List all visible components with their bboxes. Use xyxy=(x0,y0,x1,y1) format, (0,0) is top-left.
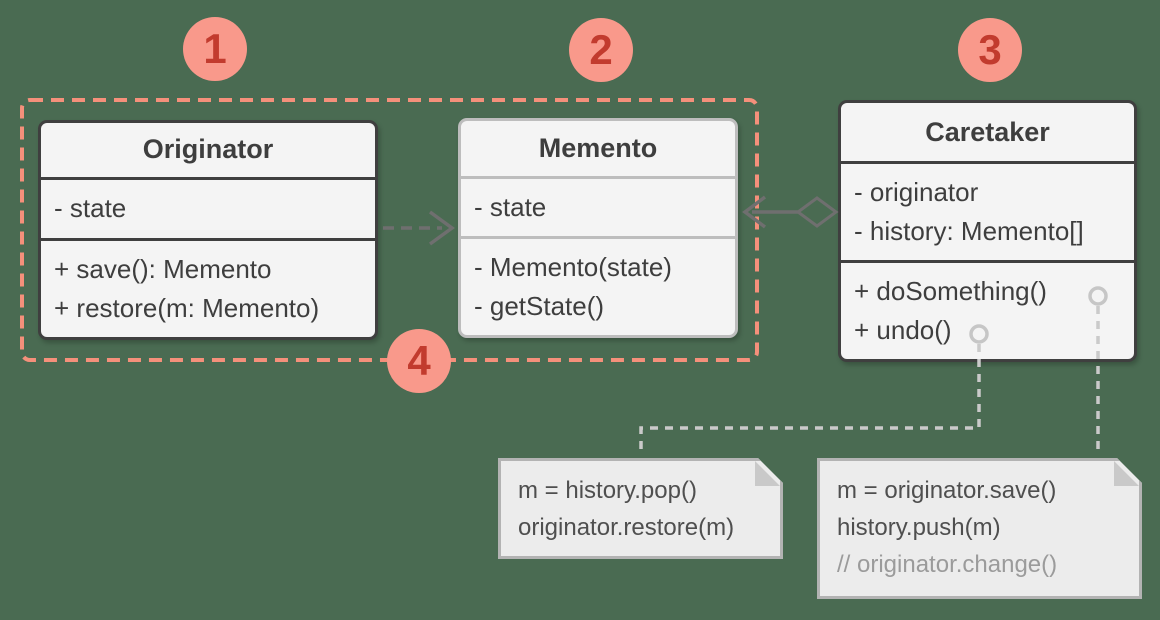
attributes-section-memento: - state xyxy=(461,175,735,236)
class-box-originator: Originator - state + save(): Memento + r… xyxy=(38,120,378,340)
marker-4: 4 xyxy=(387,329,451,393)
attribute-line: - state xyxy=(54,192,127,223)
method-line: + undo() xyxy=(854,315,952,345)
aggregation-arrow-caretaker-to-memento xyxy=(742,195,839,229)
method-line: + save(): Memento xyxy=(54,254,272,284)
note-line: m = originator.save() xyxy=(837,477,1057,504)
marker-4-label: 4 xyxy=(407,337,431,384)
attribute-line: - history: Memento[] xyxy=(854,216,1084,246)
methods-section-caretaker: + doSomething() + undo() xyxy=(841,260,1134,359)
note-line: originator.restore(m) xyxy=(518,514,735,541)
note-undo-code: m = history.pop() originator.restore(m) xyxy=(498,458,783,559)
open-arrowhead-icon xyxy=(742,195,767,229)
note-line: history.push(m) xyxy=(837,514,1001,541)
marker-2: 2 xyxy=(569,18,633,82)
attribute-line: - originator xyxy=(854,177,979,207)
attribute-line: - state xyxy=(474,191,547,222)
marker-3: 3 xyxy=(958,18,1022,82)
class-box-memento: Memento - state - Memento(state) - getSt… xyxy=(458,118,738,338)
marker-3-label: 3 xyxy=(978,26,1002,73)
note-line: m = history.pop() xyxy=(518,477,697,504)
note-save-code: m = originator.save() history.push(m) //… xyxy=(817,458,1142,599)
method-line: + doSomething() xyxy=(854,276,1047,306)
method-line: - Memento(state) xyxy=(474,252,672,282)
dependency-arrow-originator-to-memento xyxy=(383,210,455,246)
attributes-section-originator: - state xyxy=(41,176,375,238)
marker-1: 1 xyxy=(183,17,247,81)
class-title-originator: Originator xyxy=(142,134,274,165)
marker-2-label: 2 xyxy=(589,26,613,73)
attributes-section-caretaker: - originator - history: Memento[] xyxy=(841,161,1134,260)
open-arrowhead-icon xyxy=(428,210,455,246)
class-title-caretaker: Caretaker xyxy=(925,116,1050,147)
marker-1-label: 1 xyxy=(203,25,227,72)
method-line: - getState() xyxy=(474,291,605,321)
class-box-caretaker: Caretaker - originator - history: Mement… xyxy=(838,100,1137,362)
methods-section-originator: + save(): Memento + restore(m: Memento) xyxy=(41,238,375,337)
note-comment-line: // originator.change() xyxy=(837,551,1058,578)
method-line: + restore(m: Memento) xyxy=(54,293,320,323)
class-title-memento: Memento xyxy=(538,132,658,163)
methods-section-memento: - Memento(state) - getState() xyxy=(461,236,735,335)
aggregation-diamond-icon xyxy=(795,196,839,228)
